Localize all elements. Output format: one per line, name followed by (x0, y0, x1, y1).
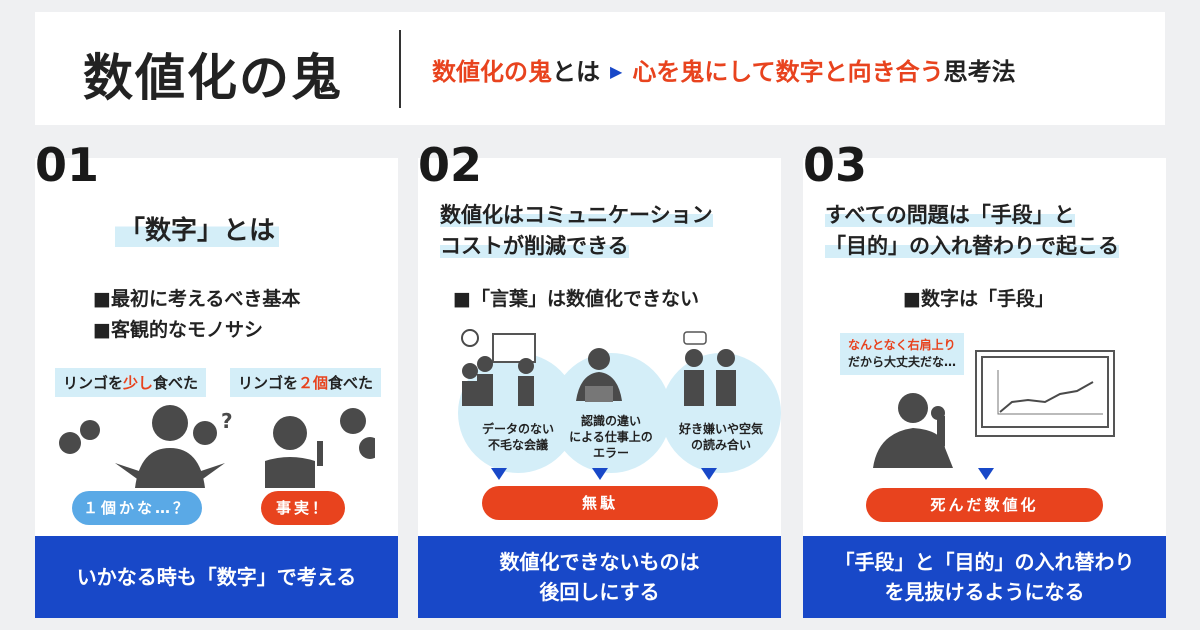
arrow-down-icon (592, 468, 608, 480)
card-02: 数値化はコミュニケーションコストが削減できる ■「言葉」は数値化できない データ… (418, 158, 781, 618)
speech-bubble: リンゴを少し食べた (55, 368, 207, 397)
tag-wa: とは (552, 58, 600, 86)
speech-bubble: なんとなく右肩上りだから大丈夫だな… (840, 333, 965, 375)
bubble-text: だから大丈夫だな… (848, 355, 957, 369)
heading-line: 「目的」の入れ替わりで起こる (825, 234, 1119, 258)
card-03: すべての問題は「手段」と「目的」の入れ替わりで起こる ■数字は「手段」 なんとな… (803, 158, 1166, 618)
rising-chart-monitor (975, 350, 1115, 437)
svg-text:?: ? (221, 409, 233, 433)
circle-text: エラー (592, 446, 629, 460)
bubble-emph: ２個 (298, 374, 329, 392)
circle-text: の読み合い (690, 438, 751, 452)
tag-term: 数値化の鬼 (432, 58, 552, 86)
conclusion-line: 数値化できないものは (499, 550, 700, 574)
bubble-text: リンゴを (63, 374, 124, 392)
apple-people-illustration: ? (59, 405, 375, 488)
fact-pill: 事実！ (261, 491, 345, 525)
heading-line: すべての問題は「手段」と (825, 203, 1075, 227)
heading-line: コストが削減できる (440, 234, 629, 258)
card-heading: 数値化はコミュニケーションコストが削減できる (440, 200, 713, 262)
tag-definition: 心を鬼にして数字と向き合う (632, 58, 944, 86)
page-title: 数値化の鬼 (83, 49, 343, 107)
card-number: 02 (418, 138, 483, 192)
card-conclusion: 「手段」と「目的」の入れ替わりを見抜けるようになる (803, 536, 1166, 618)
circle-text: による仕事上の (569, 430, 653, 444)
subheading: ■数字は「手段」 (903, 288, 1054, 310)
arrow-down-icon (701, 468, 717, 480)
arrow-down-icon (491, 468, 507, 480)
arrow-down-icon (978, 468, 994, 480)
bubble-text: 食べた (328, 374, 374, 392)
bullet: ■最初に考えるべき基本 (93, 288, 301, 310)
bubble-emph: なんとなく右肩上り (848, 338, 956, 352)
circle-text: データのない (481, 422, 554, 436)
card-conclusion: いかなる時も「数字」で考える (35, 536, 398, 618)
card-number: 03 (803, 138, 868, 192)
card-heading: 「数字」とは (115, 210, 280, 247)
problem-circle: 認識の違いによる仕事上のエラー (551, 353, 671, 473)
guess-pill: １個かな…？ (72, 491, 202, 525)
card-conclusion: 数値化できないものは後回しにする (418, 536, 781, 618)
speech-bubble: リンゴを２個食べた (230, 368, 382, 397)
circle-text: 好き嫌いや空気 (678, 422, 763, 436)
bullet: ■客観的なモノサシ (93, 319, 263, 341)
bubble-text: 食べた (153, 374, 199, 392)
conclusion-line: いかなる時も「数字」で考える (76, 565, 357, 589)
thinking-man-illustration (873, 393, 953, 468)
tagline: 数値化の鬼とは ▶ 心を鬼にして数字と向き合う思考法 (432, 52, 1016, 87)
tag-suffix: 思考法 (943, 58, 1016, 86)
triangle-right-icon: ▶ (610, 62, 623, 81)
circle-text: 認識の違い (580, 414, 641, 428)
card-heading: すべての問題は「手段」と「目的」の入れ替わりで起こる (825, 200, 1119, 262)
subheading: ■「言葉」は数値化できない (453, 288, 699, 310)
card-number: 01 (35, 138, 100, 192)
heading-line: 数値化はコミュニケーション (440, 203, 713, 227)
waste-pill: 無駄 (482, 486, 718, 520)
header: 数値化の鬼 数値化の鬼とは▶心を鬼にして数字と向き合う思考法 (35, 12, 1165, 125)
conclusion-line: 後回しにする (539, 580, 660, 604)
card-01: 「数字」とは ■最初に考えるべき基本 ■客観的なモノサシ リンゴを少し食べた リ… (35, 158, 398, 618)
conclusion-line: 「手段」と「目的」の入れ替わり (834, 550, 1135, 574)
bubble-text: リンゴを (238, 374, 299, 392)
dead-metrics-pill: 死んだ数値化 (866, 488, 1103, 522)
divider (399, 30, 401, 108)
business-people-illustration (461, 329, 736, 406)
circle-text: 不毛な会議 (487, 438, 548, 452)
conclusion-line: を見抜けるようになる (884, 580, 1085, 604)
bubble-emph: 少し (123, 374, 154, 392)
